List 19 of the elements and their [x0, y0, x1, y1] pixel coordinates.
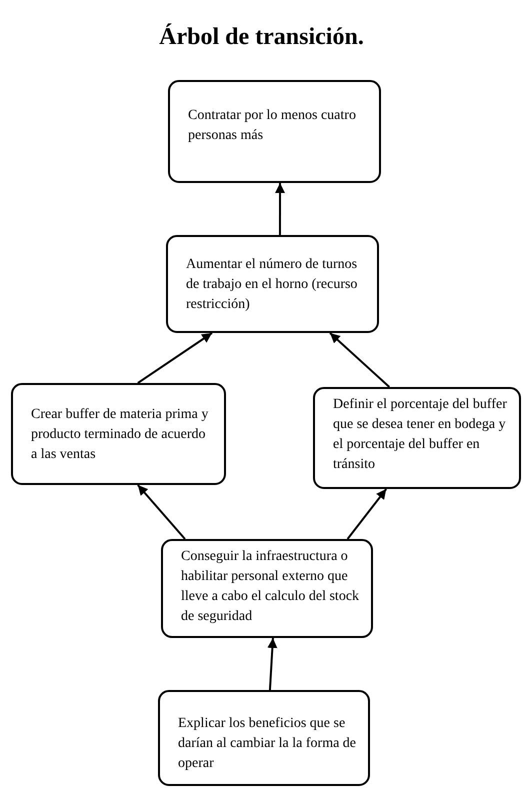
process-box: [313, 387, 521, 489]
process-box: [161, 539, 373, 638]
box-text: Contratar por lo menos cuatro personas más: [188, 107, 357, 145]
arrow: [275, 183, 286, 235]
arrow: [267, 638, 278, 690]
box-text: Crear buffer de materia prima y producto terminado de acuerdo a las ventas: [31, 406, 210, 464]
arrow: [329, 332, 390, 388]
arrow: [137, 332, 213, 384]
box-text: Aumentar el número de turnos de trabajo en el horno (recurso restricción): [186, 256, 358, 314]
box-text: Definir el porcentaje del buffer que se desea tener en bodega y el porcentaje del buffer en tránsito: [333, 396, 508, 474]
arrow: [346, 488, 387, 540]
process-box: [168, 80, 381, 183]
arrow: [137, 484, 186, 540]
process-box: [166, 235, 379, 333]
box-text: Explicar los beneficios que se darían al cambiar la la forma de operar: [178, 715, 358, 773]
process-box: [11, 383, 226, 485]
box-text: Conseguir la infraestructura o habilitar personal externo que lleve a cabo el calculo del stock de seguridad: [181, 548, 360, 626]
process-box: [158, 690, 370, 786]
diagram-title: Árbol de transición.: [158, 24, 365, 51]
